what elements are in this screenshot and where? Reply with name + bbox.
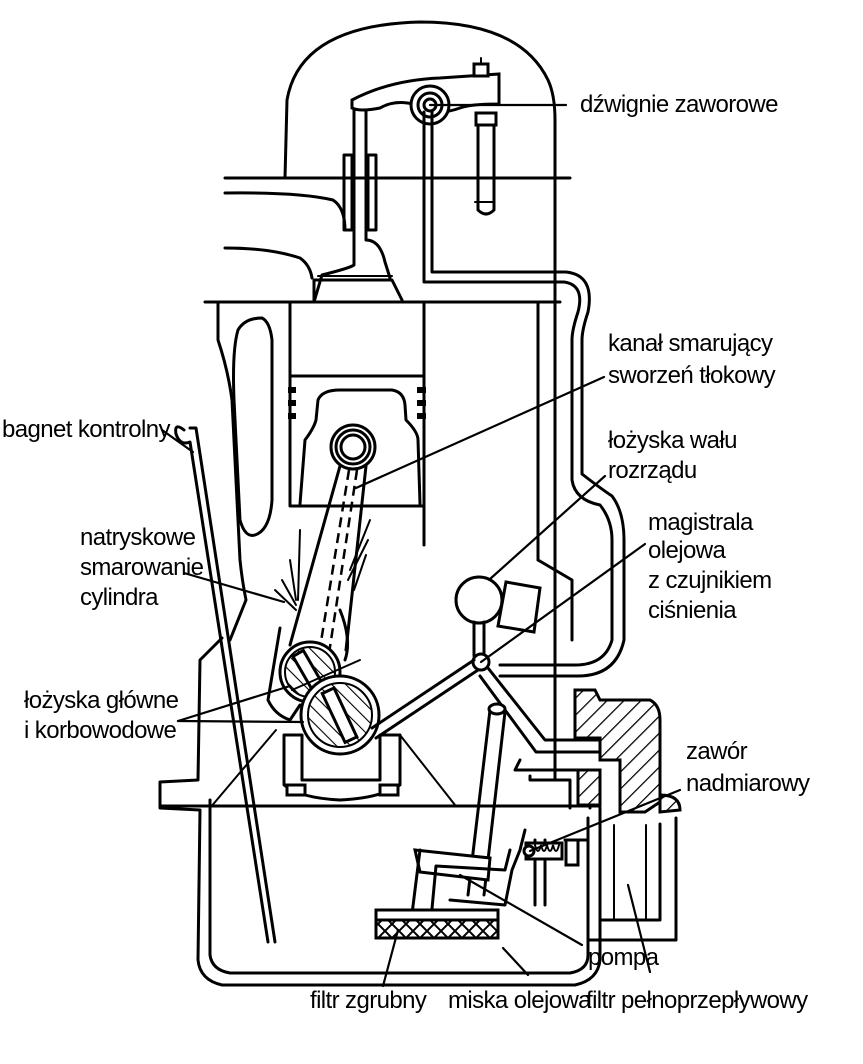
sump-leader [501, 946, 530, 977]
splash-leader [182, 571, 286, 604]
cylinder-head-port [223, 191, 347, 280]
crankcase [158, 636, 602, 987]
strainer-leader [381, 928, 400, 988]
dipstick-leader [160, 428, 195, 454]
filter-housing [522, 688, 682, 942]
camshaft-bearings-leader [488, 474, 607, 581]
label-splash-lubrication: natryskowe smarowanie cylindra [80, 524, 209, 611]
label-pump: pompa [588, 944, 660, 971]
label-dipstick: bagnet kontrolny [2, 416, 170, 443]
filter-leader [626, 883, 652, 974]
label-strainer: filtr zgrubny [310, 987, 427, 1014]
dipstick [174, 425, 277, 944]
rocker-arm [350, 57, 568, 216]
connecting-rod [274, 464, 371, 661]
valve-cover [223, 20, 572, 782]
valve [312, 108, 404, 304]
label-oil-gallery: magistrala olejowa z czujnikiem ciśnieni… [648, 509, 778, 624]
oil-line-to-rockers [422, 110, 626, 678]
oil-gallery-leader [479, 542, 647, 664]
camshaft [370, 575, 642, 812]
label-oil-sump: miska olejowa [448, 987, 592, 1014]
piston-pin-leader [354, 375, 606, 490]
pump-leader [458, 873, 584, 947]
label-main-rod-bearings: łożyska główne i korbowodowe [24, 687, 184, 744]
label-relief-valve: zawór nadmiarowy [686, 738, 810, 797]
oil-pump [408, 702, 592, 932]
label-camshaft-bearings: łożyska wału rozrządu [608, 427, 743, 484]
piston [288, 374, 426, 508]
bearings-leader-2 [176, 719, 305, 724]
relief-valve-leader [528, 788, 682, 853]
crank-bearings [266, 608, 402, 802]
label-rocker-arms: dźwignie zaworowe [580, 91, 778, 118]
label-piston-pin-channel: kanał smarujący sworzeń tłokowy [608, 330, 778, 389]
bearings-leader-1 [176, 684, 292, 723]
strainer [374, 908, 500, 940]
label-full-flow-filter: filtr pełnoprzepływowy [586, 987, 808, 1014]
